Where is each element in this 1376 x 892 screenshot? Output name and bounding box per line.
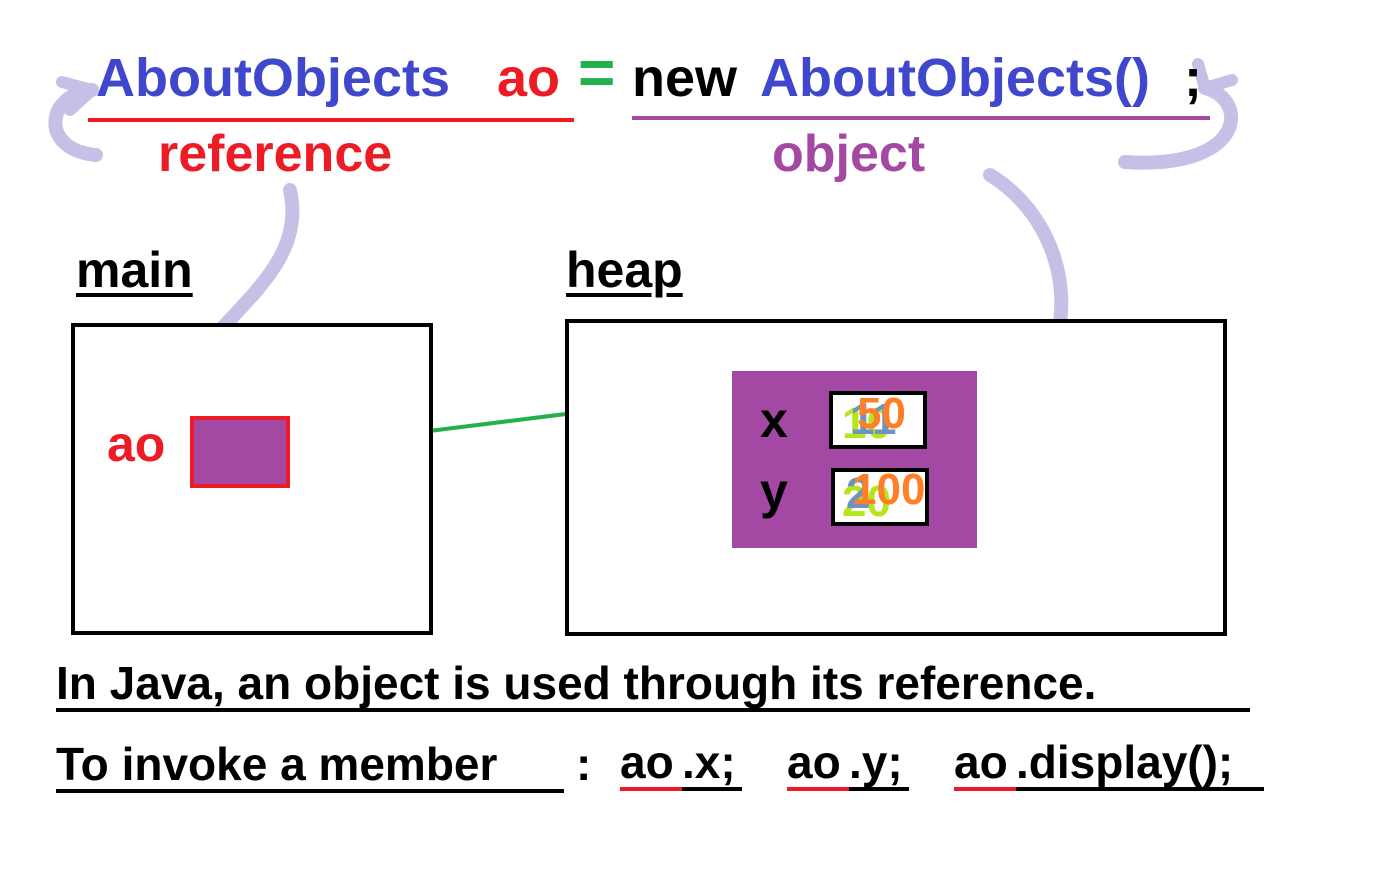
example-3-member: .display(); xyxy=(1016,736,1234,788)
main-ref-label: ao xyxy=(107,416,166,472)
example-2-member: .y; xyxy=(849,736,903,788)
field-y-old-value-2: 2 xyxy=(846,469,871,518)
explanation-colon: : xyxy=(576,738,592,790)
new-keyword: new xyxy=(632,48,738,108)
explanation-line-1: In Java, an object is used through its r… xyxy=(56,657,1097,709)
field-y-value-box xyxy=(831,468,929,526)
field-x-old-value-1: 10 xyxy=(842,399,891,448)
example-1-ref: ao xyxy=(620,736,674,788)
field-x-name: x xyxy=(760,392,788,448)
semicolon: ; xyxy=(1184,48,1202,108)
type-name: AboutObjects xyxy=(96,48,451,108)
object-underline xyxy=(632,116,1210,120)
example-3-ref-underline xyxy=(954,787,1016,791)
explanation-line-1-underline xyxy=(56,708,1250,712)
right-curl-arrow xyxy=(1118,81,1239,170)
example-3-member-underline xyxy=(1016,787,1264,791)
object-label: object xyxy=(772,125,926,183)
example-1-member-underline xyxy=(682,787,742,791)
example-1-ref-underline xyxy=(620,787,682,791)
left-curl-arrow xyxy=(48,83,103,162)
example-1-member: .x; xyxy=(682,736,736,788)
assignment-operator: = xyxy=(578,36,616,108)
explanation-line-2-underline xyxy=(56,789,564,793)
reference-underline xyxy=(88,118,574,122)
field-x-old-value-2: 11 xyxy=(850,395,897,444)
explanation-line-2-prefix: To invoke a member xyxy=(56,738,498,790)
example-2-ref-underline xyxy=(787,787,849,791)
field-x-value: 50 xyxy=(857,389,906,438)
field-y-name: y xyxy=(760,463,788,519)
heap-heading: heap xyxy=(566,242,683,298)
field-x-value-box xyxy=(829,391,927,449)
left-curl-arrowhead xyxy=(56,76,98,116)
reference-label: reference xyxy=(158,125,393,183)
example-3-ref: ao xyxy=(954,736,1008,788)
main-heading: main xyxy=(76,242,193,298)
variable-name: ao xyxy=(497,48,561,108)
field-y-old-value-1: 20 xyxy=(842,477,891,526)
reference-variable-box xyxy=(190,416,290,488)
right-curl-arrowhead xyxy=(1192,58,1238,94)
field-y-value: 100 xyxy=(852,465,926,514)
constructor-call: AboutObjects() xyxy=(760,48,1150,108)
example-2-ref: ao xyxy=(787,736,841,788)
example-2-member-underline xyxy=(849,787,909,791)
